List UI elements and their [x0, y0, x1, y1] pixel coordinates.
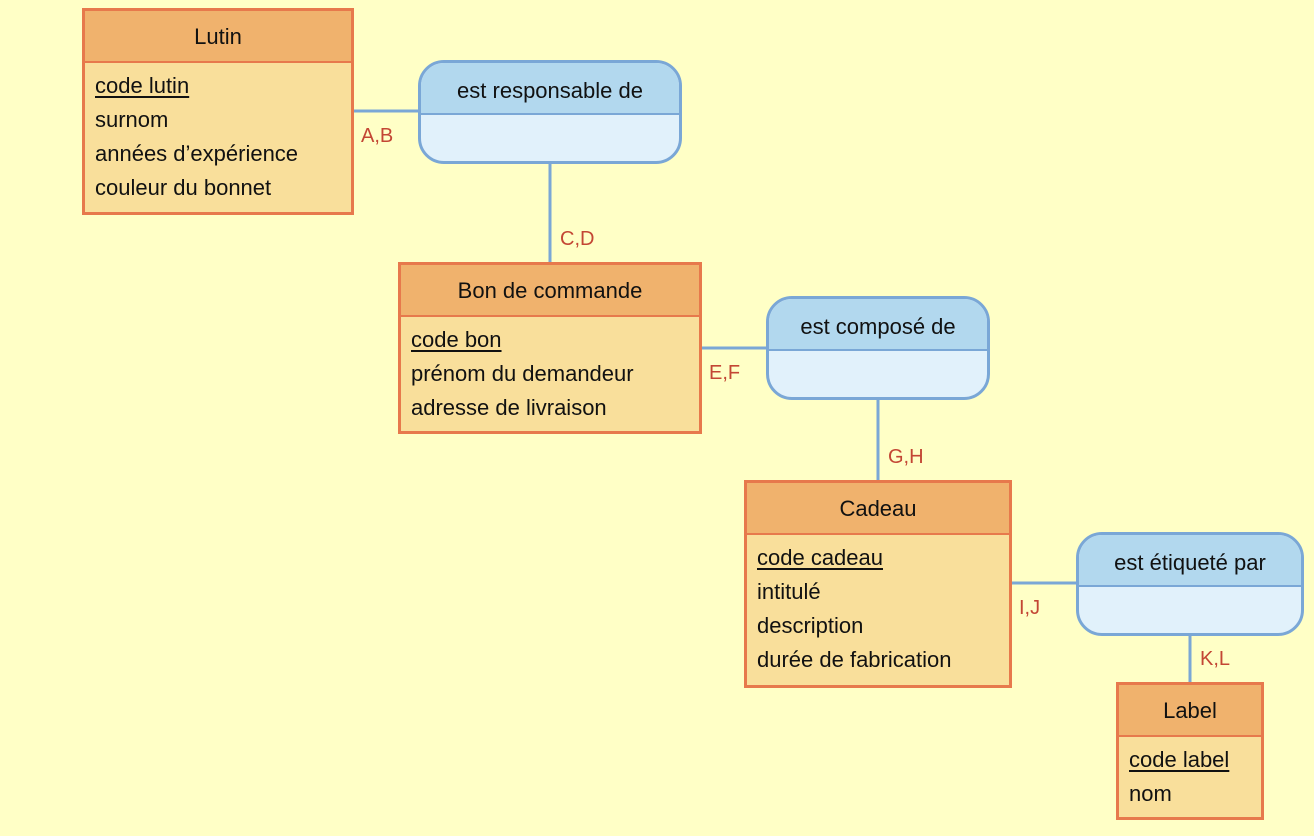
attribute: nom — [1129, 781, 1172, 806]
entity-bon-de-commande-attributes: code bon prénom du demandeur adresse de … — [401, 317, 699, 425]
cardinality-label: E,F — [709, 362, 741, 384]
entity-lutin-title: Lutin — [85, 11, 351, 63]
entity-label-attributes: code label nom — [1119, 737, 1261, 811]
association-est-responsable-de-title: est responsable de — [421, 63, 679, 115]
entity-cadeau-attributes: code cadeau intitulé description durée d… — [747, 535, 1009, 677]
association-est-compose-de-title: est composé de — [769, 299, 987, 351]
association-est-etiquete-par-title: est étiqueté par — [1079, 535, 1301, 587]
attribute: durée de fabrication — [757, 647, 952, 672]
attribute: couleur du bonnet — [95, 175, 272, 200]
entity-bon-de-commande[interactable]: Bon de commande code bon prénom du deman… — [398, 262, 702, 434]
attribute: prénom du demandeur — [411, 361, 634, 386]
entity-lutin-attributes: code lutin surnom années d’expérience co… — [85, 63, 351, 205]
cardinality-label: C,D — [560, 228, 595, 250]
entity-label[interactable]: Label code label nom — [1116, 682, 1264, 820]
cardinality-label: K,L — [1200, 648, 1231, 670]
attribute-primary-key: code cadeau — [757, 545, 883, 570]
association-est-etiquete-par[interactable]: est étiqueté par — [1076, 532, 1304, 636]
cardinality-label: A,B — [361, 125, 394, 147]
association-est-compose-de[interactable]: est composé de — [766, 296, 990, 400]
cardinality-label: G,H — [888, 446, 924, 468]
attribute: surnom — [95, 107, 169, 132]
association-est-responsable-de[interactable]: est responsable de — [418, 60, 682, 164]
entity-lutin[interactable]: Lutin code lutin surnom années d’expérie… — [82, 8, 354, 215]
attribute-primary-key: code bon — [411, 327, 502, 352]
entity-cadeau-title: Cadeau — [747, 483, 1009, 535]
attribute-primary-key: code label — [1129, 747, 1230, 772]
attribute: intitulé — [757, 579, 821, 604]
attribute: description — [757, 613, 864, 638]
entity-label-title: Label — [1119, 685, 1261, 737]
attribute-primary-key: code lutin — [95, 73, 190, 98]
attribute: adresse de livraison — [411, 395, 607, 420]
entity-cadeau[interactable]: Cadeau code cadeau intitulé description … — [744, 480, 1012, 688]
attribute: années d’expérience — [95, 141, 299, 166]
entity-bon-de-commande-title: Bon de commande — [401, 265, 699, 317]
cardinality-label: I,J — [1019, 597, 1041, 619]
